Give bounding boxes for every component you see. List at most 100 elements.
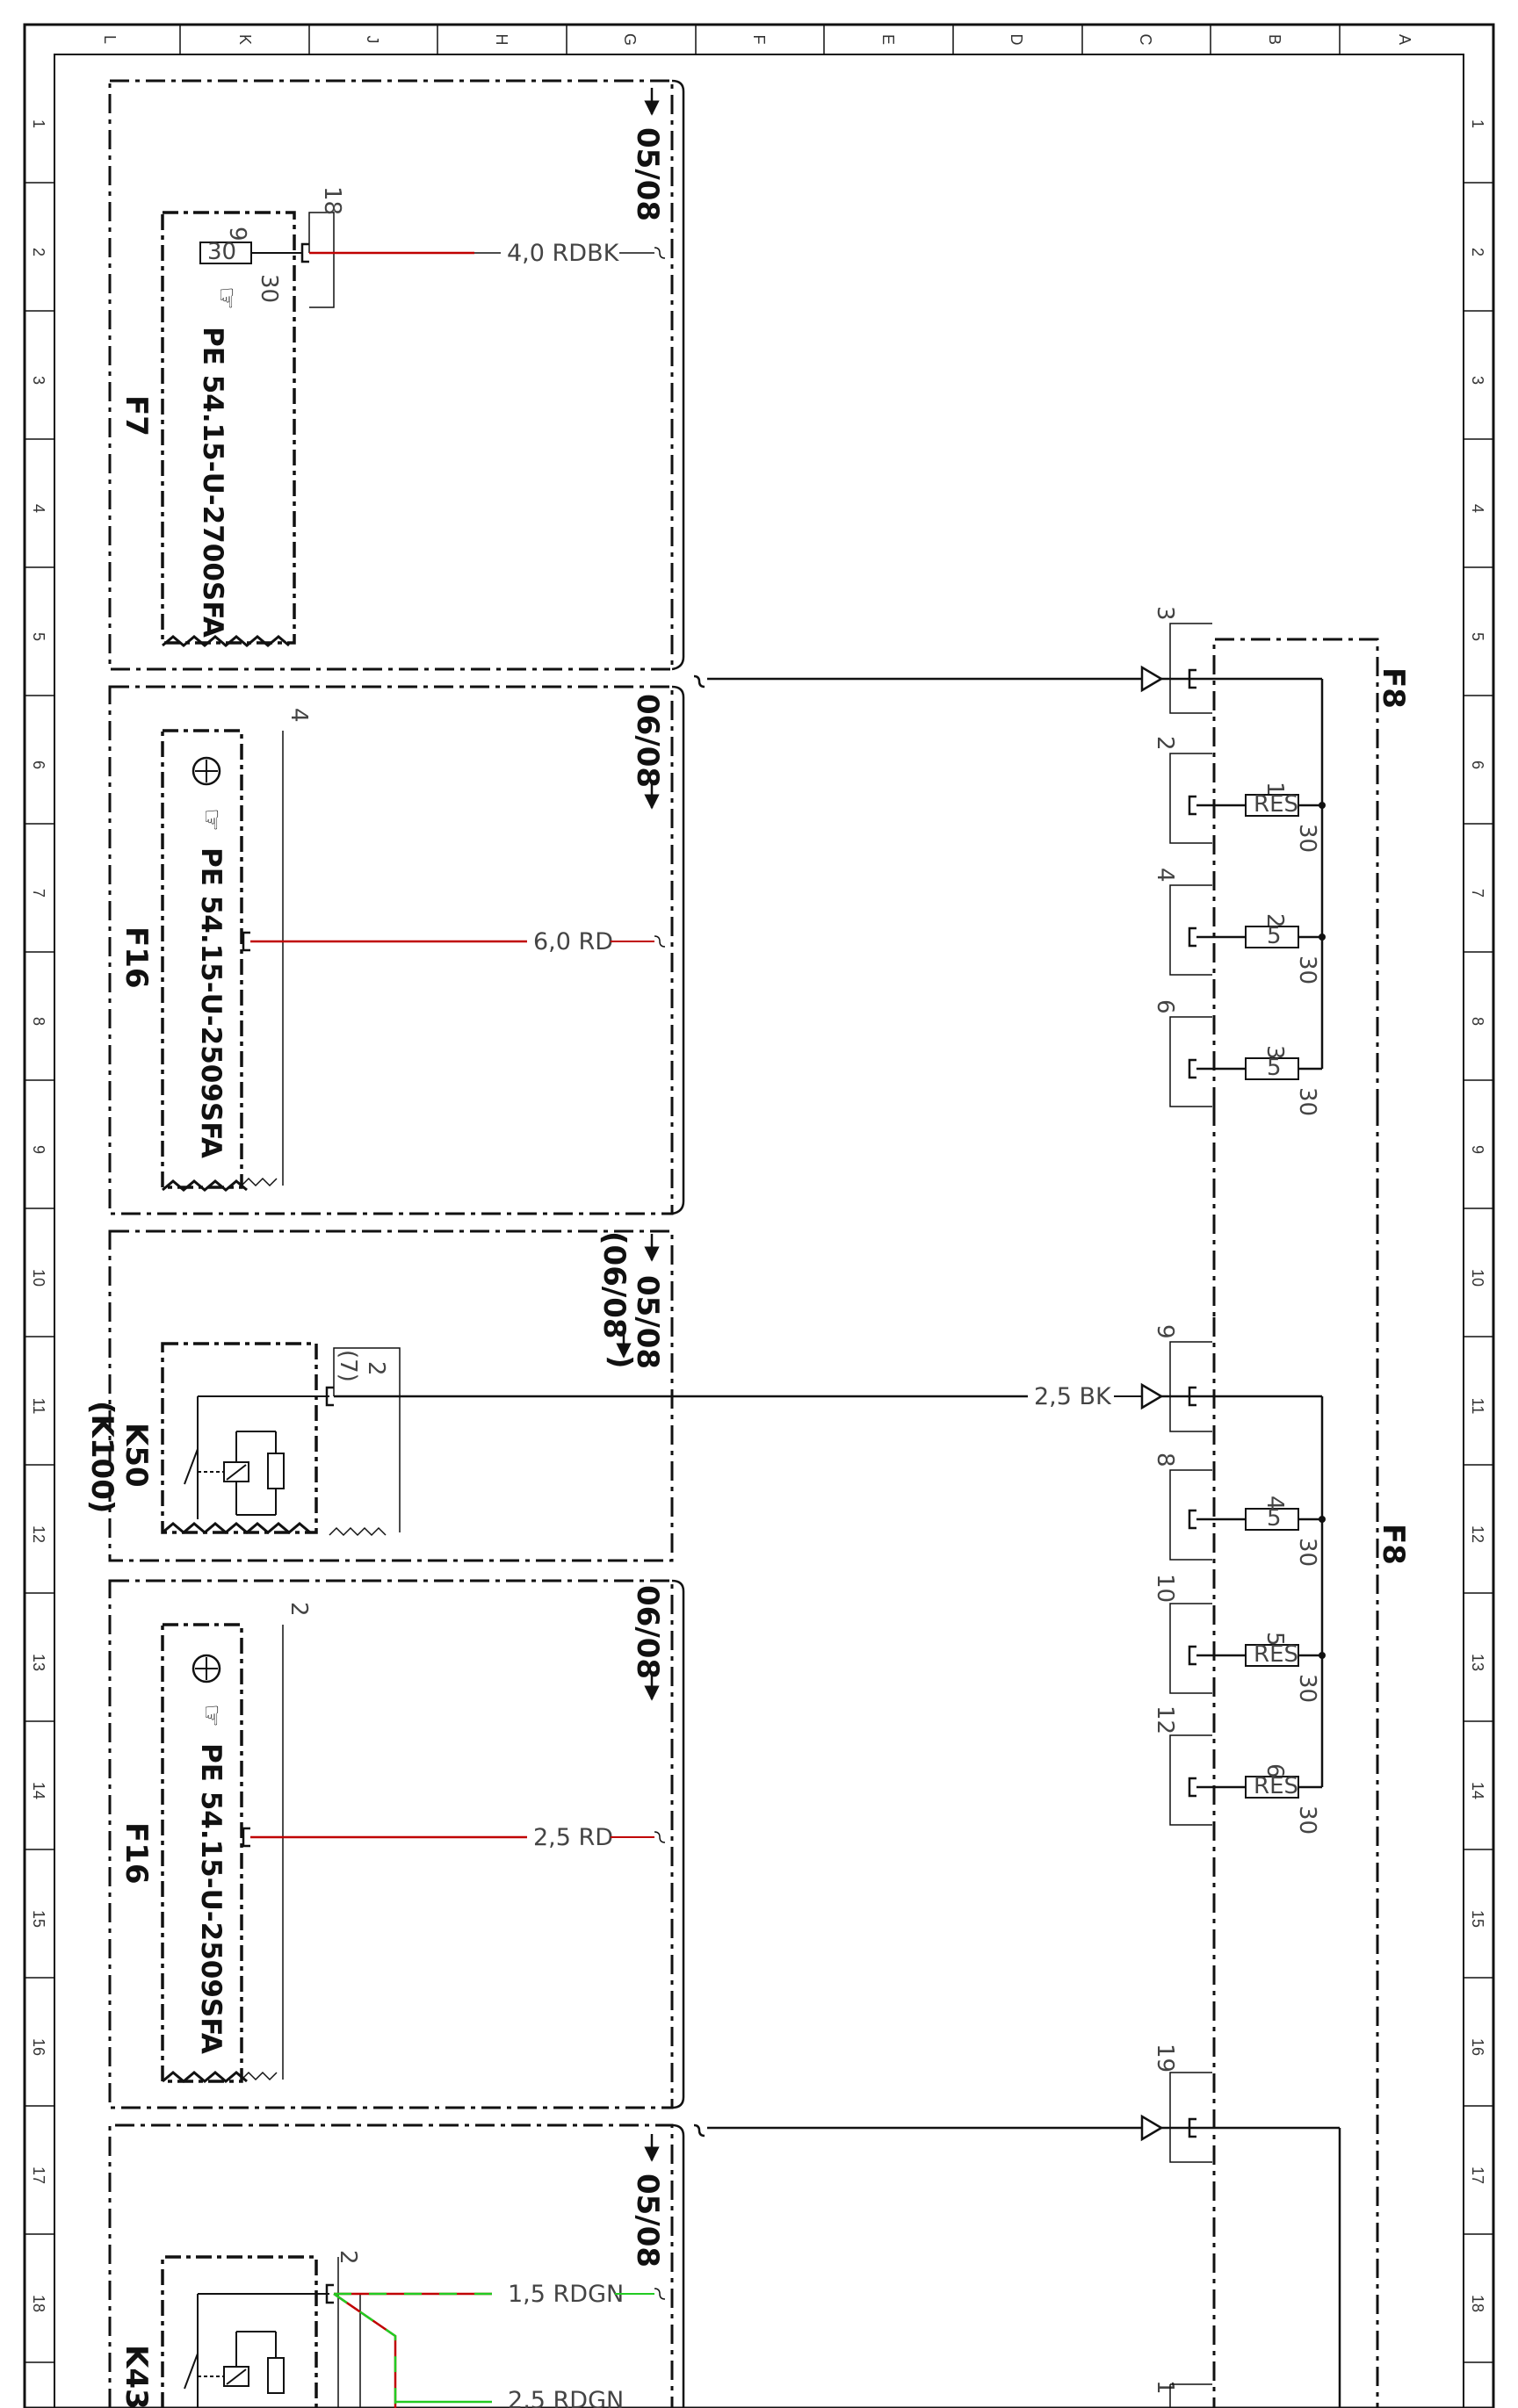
f8-connector: 4 <box>1152 868 1178 883</box>
ruler-number-left: 12 <box>30 1525 47 1543</box>
ruler-number-right: 7 <box>1469 889 1486 898</box>
ruler-number-right: 15 <box>1469 1910 1486 1928</box>
fuse-f8-3-value: 5 <box>1267 1055 1282 1081</box>
f8-connector: 2 <box>1152 736 1178 751</box>
f8-connector: 12 <box>1152 1705 1178 1734</box>
frame-f16-lower: 06/08 2 ☞ PE 54.15-U-2509SFA F16 2,5 RD <box>108 1579 685 2109</box>
name-f7: F7 <box>119 395 154 436</box>
fuse-f8-5-num: 5 <box>1261 1632 1288 1647</box>
side-ruler-numbers: 1 1 2 2 3 3 4 4 5 5 6 6 7 7 8 8 9 9 10 1… <box>30 119 1486 2312</box>
ruler-number-left: 2 <box>30 248 47 256</box>
fuse-f8-1-value: RES <box>1254 791 1298 818</box>
relay-coil-icon <box>184 2293 329 2408</box>
pin-f7-top: 18 <box>319 186 345 215</box>
pin-f16-lower: 2 <box>286 1602 312 1617</box>
ruler-number-left: 15 <box>30 1910 47 1928</box>
ruler-number-left: 3 <box>30 376 47 385</box>
ruler-number-right: 14 <box>1469 1782 1486 1799</box>
cross-wires <box>693 674 1142 2138</box>
wire-k43-rdgn-b-red <box>333 2292 397 2408</box>
f8-connector: 19 <box>1152 2044 1178 2073</box>
frame-k50-ref1: 05/08 <box>630 1275 665 1369</box>
fuse-f8-4 <box>1245 1508 1299 1531</box>
hand-icon: ☞ <box>211 286 242 310</box>
fuse-f8-1 <box>1245 794 1299 817</box>
ruler-number-right: 16 <box>1469 2038 1486 2056</box>
ruler-letter: K <box>236 34 254 45</box>
top-ruler-letters: L K J H G F E D C B A <box>101 33 1413 46</box>
ruler-number-left: 10 <box>30 1269 47 1287</box>
part-f16-upper: PE 54.15-U-2509SFA <box>195 847 227 1158</box>
frame-k50-ref2: (06/08 <box>596 1231 632 1339</box>
ruler-number-right: 17 <box>1469 2166 1486 2184</box>
fuse-box-f16-lower <box>161 1623 243 2083</box>
component-symbol-icon <box>192 1654 221 1683</box>
ruler-number-right: 18 <box>1469 2295 1486 2312</box>
fuse-f8-4-value: 5 <box>1267 1505 1282 1532</box>
f8-connector: 10 <box>1152 1574 1178 1603</box>
name-k43: K43 <box>119 2345 154 2408</box>
hand-icon: ☞ <box>196 1704 227 1727</box>
ruler-number-right: 13 <box>1469 1654 1486 1671</box>
f8-connector: 1 <box>1152 2380 1178 2395</box>
fuse-f8-2-value: 5 <box>1267 923 1282 949</box>
ruler-number-left: 4 <box>30 504 47 513</box>
ruler-letter: E <box>879 34 897 45</box>
wire-f16-lower-label: 2,5 RD <box>533 1824 613 1851</box>
ruler-number-right: 4 <box>1469 504 1486 513</box>
pin-k43: 2 <box>335 2250 361 2265</box>
ruler-number-left: 7 <box>30 889 47 898</box>
pin-k50: 2 <box>363 1361 389 1376</box>
f8-connector: 8 <box>1152 1453 1178 1467</box>
ruler-number-left: 13 <box>30 1654 47 1671</box>
drawing-area-border <box>54 54 1464 2408</box>
wire-k43-label-b: 2,5 RDGN <box>508 2387 624 2408</box>
frame-f16-upper-ref: 06/08 <box>630 694 665 788</box>
ruler-number-right: 8 <box>1469 1017 1486 1026</box>
ruler-number-right: 1 <box>1469 119 1486 128</box>
ruler-letter: L <box>101 35 119 44</box>
pin-f16-upper: 4 <box>286 708 312 723</box>
frame-f16-lower-ref: 06/08 <box>630 1585 665 1679</box>
top-ruler <box>179 25 1341 54</box>
ruler-number-right: 11 <box>1469 1398 1486 1415</box>
fuse-f8-3 <box>1245 1057 1299 1080</box>
fuse-f8-3-num: 3 <box>1261 1045 1288 1060</box>
name-f16-lower: F16 <box>119 1822 154 1885</box>
fuse-f8-6-num: 6 <box>1261 1763 1288 1778</box>
frame-k50: 05/08 (06/08 ) 2 (7) K50 (K100) <box>84 1229 1142 1562</box>
part-f7: PE 54.15-U-2700SFA <box>197 327 228 638</box>
fuse-block-f8-lower: F8 9 8 10 12 19 1 <box>1152 1107 1411 2408</box>
fuse-block-f8-upper: F8 3 2 4 6 RES <box>1152 606 1411 1317</box>
f8-connector: 3 <box>1152 606 1178 621</box>
frame-k50-close: ) <box>603 1355 638 1369</box>
fuse-f8-4-rating: 30 <box>1294 1538 1320 1567</box>
ruler-number-left: 6 <box>30 761 47 769</box>
pin-k50-alt: (7) <box>335 1350 361 1382</box>
name-f16-upper: F16 <box>119 926 154 989</box>
relay-coil-icon <box>184 1395 329 1519</box>
fuse-f8-2-rating: 30 <box>1294 955 1320 984</box>
ruler-letter: J <box>364 36 381 44</box>
ruler-letter: G <box>621 33 639 46</box>
wire-f7-label: 4,0 RDBK <box>507 240 620 267</box>
fuse-f8-5-value: RES <box>1254 1641 1298 1668</box>
fuse-f8-5-rating: 30 <box>1294 1674 1320 1703</box>
wire-f16-upper-label: 6,0 RD <box>533 928 613 955</box>
frame-k43: 05/08 2 K43 1,5 RDGN 2,5 RDGN <box>108 2123 685 2408</box>
fuse-f8-6-value: RES <box>1254 1773 1298 1799</box>
fuse-f8-3-rating: 30 <box>1294 1087 1320 1116</box>
frame-k43-ref: 05/08 <box>630 2174 665 2267</box>
fuse-f8-5 <box>1245 1644 1299 1667</box>
fuse-f8-2-num: 2 <box>1261 913 1288 928</box>
component-symbol-icon <box>192 756 221 786</box>
f8-upper-name: F8 <box>1376 667 1411 709</box>
ruler-number-right: 6 <box>1469 761 1486 769</box>
sheet-border <box>23 23 1495 2408</box>
ruler-number-right: 2 <box>1469 248 1486 256</box>
ruler-number-right: 12 <box>1469 1525 1486 1543</box>
hand-icon: ☞ <box>196 808 227 832</box>
ruler-number-right: 5 <box>1469 632 1486 641</box>
ruler-number-left: 5 <box>30 632 47 641</box>
side-ruler-ticks <box>25 182 1493 2363</box>
